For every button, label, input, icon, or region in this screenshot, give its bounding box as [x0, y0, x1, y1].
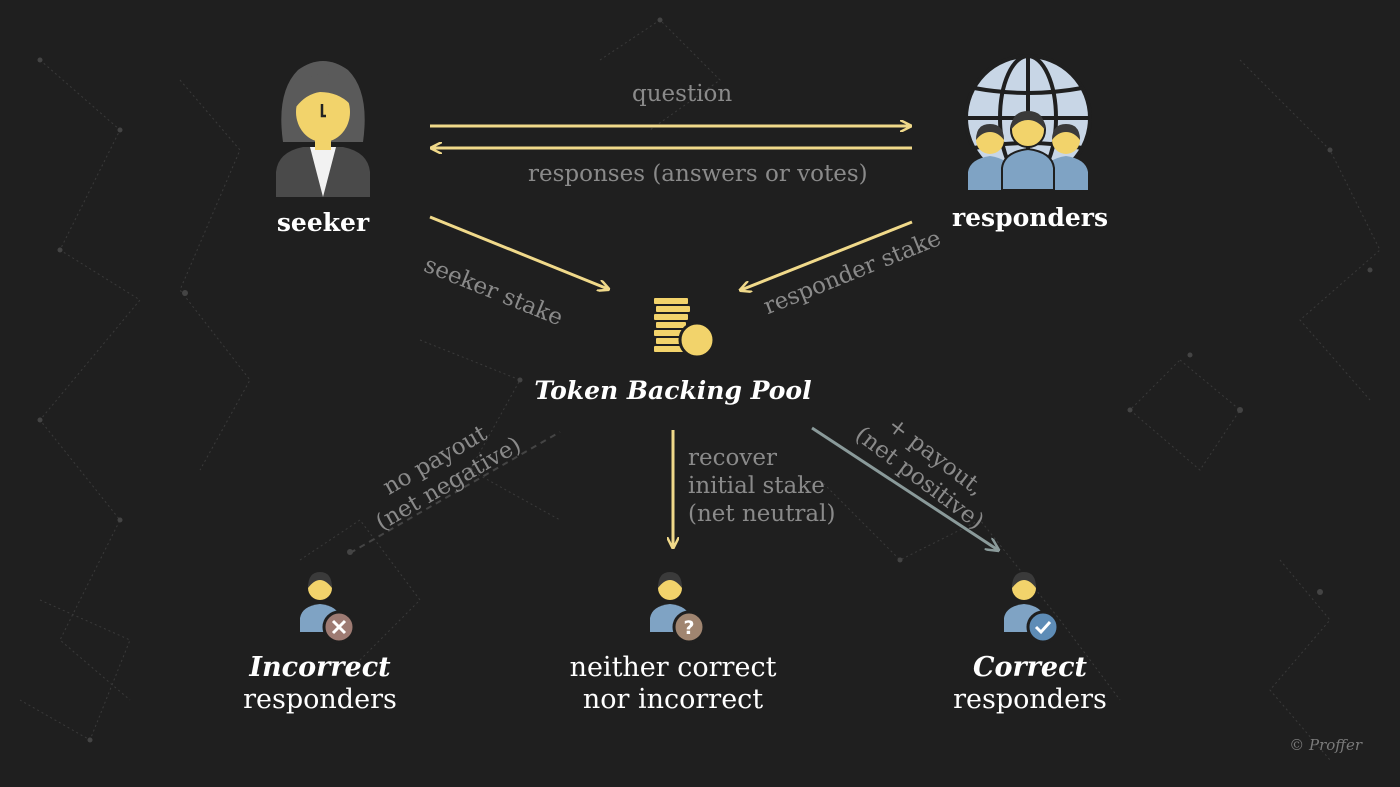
question-label: question — [632, 81, 733, 107]
payout-arrow — [811, 426, 998, 550]
check-badge-icon — [1026, 610, 1060, 644]
coin-stack-icon — [654, 298, 716, 358]
incorrect-responder-icon — [300, 572, 356, 644]
responder-stake-arrow — [741, 220, 913, 290]
x-badge-icon — [322, 610, 356, 644]
seeker-person-icon — [276, 61, 370, 197]
neither-label: neither correct nor incorrect — [548, 652, 798, 716]
recover-line3: (net neutral) — [688, 501, 836, 527]
globe-group-icon — [964, 54, 1092, 191]
correct-responders-label: Correct responders — [930, 652, 1130, 716]
seeker-stake-arrow — [429, 215, 608, 289]
correct-rest: responders — [953, 684, 1107, 715]
svg-text:?: ? — [683, 617, 694, 639]
correct-responder-icon — [1004, 572, 1060, 644]
neither-line2: nor incorrect — [582, 684, 764, 715]
incorrect-rest: responders — [243, 684, 397, 715]
token-backing-pool-label: Token Backing Pool — [534, 376, 812, 405]
copyright-credit: © Proffer — [1289, 736, 1362, 754]
correct-emphasis: Correct — [972, 652, 1088, 683]
incorrect-responders-label: Incorrect responders — [220, 652, 420, 716]
recover-line1: recover — [688, 445, 777, 471]
question-badge-icon: ? — [672, 610, 706, 644]
recover-label: recover initial stake (net neutral) — [688, 444, 835, 528]
neither-responder-icon: ? — [650, 572, 706, 644]
seeker-label: seeker — [276, 208, 370, 237]
neither-line1: neither correct — [569, 652, 777, 683]
incorrect-emphasis: Incorrect — [249, 652, 391, 683]
recover-line2: initial stake — [688, 473, 825, 499]
responders-label: responders — [951, 203, 1109, 232]
responses-label: responses (answers or votes) — [528, 161, 868, 187]
no-payout-arrow — [349, 431, 561, 554]
